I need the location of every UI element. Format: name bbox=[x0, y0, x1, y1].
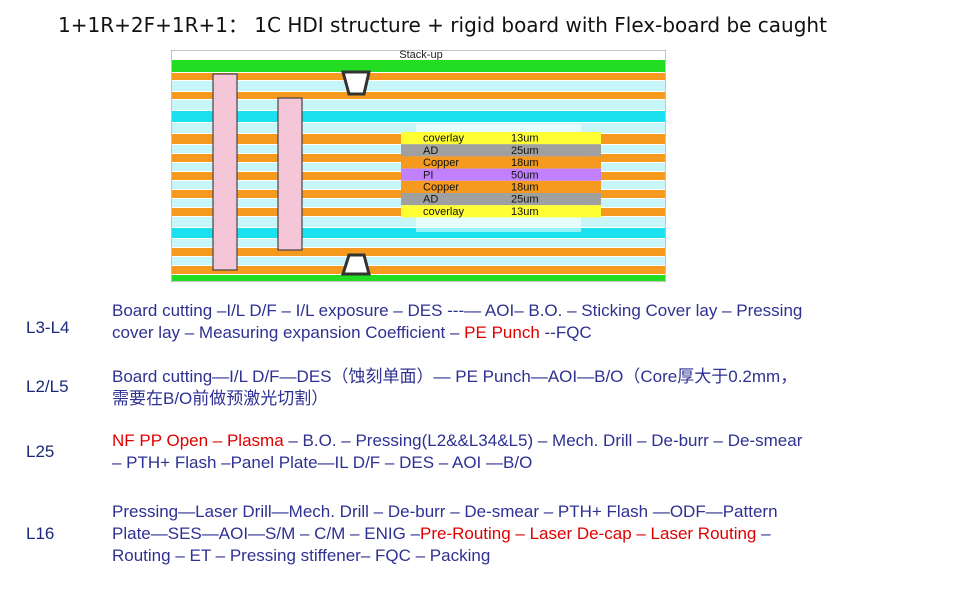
flex-layer-row bbox=[401, 205, 601, 218]
step-label: L2/L5 bbox=[26, 377, 69, 396]
step-segment: --FQC bbox=[539, 323, 592, 342]
flex-layer-row bbox=[401, 180, 601, 193]
flex-layer-name: Copper bbox=[423, 182, 459, 194]
step-segment: Plate—SES—AOI—S/M – C/M – ENIG – bbox=[112, 524, 420, 543]
flex-layer-name: coverlay bbox=[423, 133, 464, 145]
layer-band bbox=[172, 257, 665, 265]
layer-band bbox=[172, 239, 665, 247]
laser-via-top bbox=[341, 70, 371, 96]
step-line: cover lay – Measuring expansion Coeffici… bbox=[112, 322, 922, 344]
step-line: Board cutting –I/L D/F – I/L exposure – … bbox=[112, 300, 922, 322]
through-hole-via-2 bbox=[277, 97, 303, 251]
step-segment: Pressing—Laser Drill—Mech. Drill – De-bu… bbox=[112, 502, 778, 521]
step-line: – PTH+ Flash –Panel Plate—IL D/F – DES –… bbox=[112, 452, 922, 474]
layer-band bbox=[172, 81, 665, 91]
step-line: Routing – ET – Pressing stiffener– FQC –… bbox=[112, 545, 922, 567]
step-description: Board cutting –I/L D/F – I/L exposure – … bbox=[112, 300, 922, 344]
step-segment: 需要在B/O前做预激光切割） bbox=[112, 389, 329, 408]
step-segment: Board cutting—I/L D/F—DES（蚀刻单面）— PE Punc… bbox=[112, 367, 798, 386]
step-segment: cover lay – Measuring expansion Coeffici… bbox=[112, 323, 465, 342]
flex-layer-thickness: 50um bbox=[511, 169, 539, 181]
step-line: 需要在B/O前做预激光切割） bbox=[112, 388, 922, 410]
laser-via-bottom bbox=[340, 253, 371, 276]
step-segment-highlight: Pre-Routing – Laser De-cap – Laser Routi… bbox=[419, 524, 757, 543]
step-label: L3-L4 bbox=[26, 318, 70, 337]
flex-layer-name: AD bbox=[423, 194, 438, 206]
flex-layer-name: Copper bbox=[423, 157, 459, 169]
step-line: Plate—SES—AOI—S/M – C/M – ENIG –Pre-Rout… bbox=[112, 523, 922, 545]
flex-layer-thickness: 18um bbox=[511, 157, 539, 169]
stackup-header: Stack-up bbox=[399, 50, 442, 61]
layer-band bbox=[172, 92, 665, 99]
flex-layer-row bbox=[401, 168, 601, 181]
page-title: 1+1R+2F+1R+1： 1C HDI structure + rigid b… bbox=[58, 13, 827, 37]
step-label: L25 bbox=[26, 442, 55, 461]
flex-layer-row bbox=[401, 156, 601, 169]
step-line: NF PP Open – Plasma – B.O. – Pressing(L2… bbox=[112, 430, 922, 452]
step-description: Board cutting—I/L D/F—DES（蚀刻单面）— PE Punc… bbox=[112, 366, 922, 410]
step-segment: – bbox=[756, 524, 771, 543]
layer-band bbox=[172, 275, 665, 281]
flex-layer-thickness: 25um bbox=[511, 194, 539, 206]
flex-layer-name: PI bbox=[423, 169, 433, 181]
flex-layer-thickness: 18um bbox=[511, 182, 539, 194]
flex-layer-name: coverlay bbox=[423, 206, 464, 218]
layer-band bbox=[172, 73, 665, 80]
layer-band bbox=[172, 111, 665, 122]
step-segment: – PTH+ Flash –Panel Plate—IL D/F – DES –… bbox=[112, 453, 533, 472]
layer-band bbox=[172, 266, 665, 274]
flex-layer-row bbox=[401, 193, 601, 206]
step-description: Pressing—Laser Drill—Mech. Drill – De-bu… bbox=[112, 501, 922, 567]
step-segment: – B.O. – Pressing(L2&&L34&L5) – Mech. Dr… bbox=[283, 431, 803, 450]
step-segment: Routing – ET – Pressing stiffener– FQC –… bbox=[112, 546, 491, 565]
through-hole-via-1 bbox=[212, 73, 238, 271]
step-label: L16 bbox=[26, 524, 55, 543]
step-segment-highlight: NF PP Open – Plasma bbox=[112, 431, 284, 450]
flex-layer-thickness: 13um bbox=[511, 133, 539, 145]
flex-layer-row bbox=[401, 132, 601, 145]
flex-layer-thickness: 13um bbox=[511, 206, 539, 218]
flex-layer-thickness: 25um bbox=[511, 145, 539, 157]
layer-band bbox=[172, 60, 665, 72]
step-line: Board cutting—I/L D/F—DES（蚀刻单面）— PE Punc… bbox=[112, 366, 922, 388]
flex-layer-name: AD bbox=[423, 145, 438, 157]
through-hole-vias bbox=[212, 70, 371, 276]
flex-layer-row bbox=[401, 144, 601, 157]
layer-band bbox=[172, 248, 665, 256]
step-segment: Board cutting –I/L D/F – I/L exposure – … bbox=[112, 301, 803, 320]
step-segment-highlight: PE Punch bbox=[464, 323, 540, 342]
step-description: NF PP Open – Plasma – B.O. – Pressing(L2… bbox=[112, 430, 922, 474]
layer-band bbox=[172, 228, 665, 238]
step-line: Pressing—Laser Drill—Mech. Drill – De-bu… bbox=[112, 501, 922, 523]
layer-band bbox=[172, 100, 665, 110]
